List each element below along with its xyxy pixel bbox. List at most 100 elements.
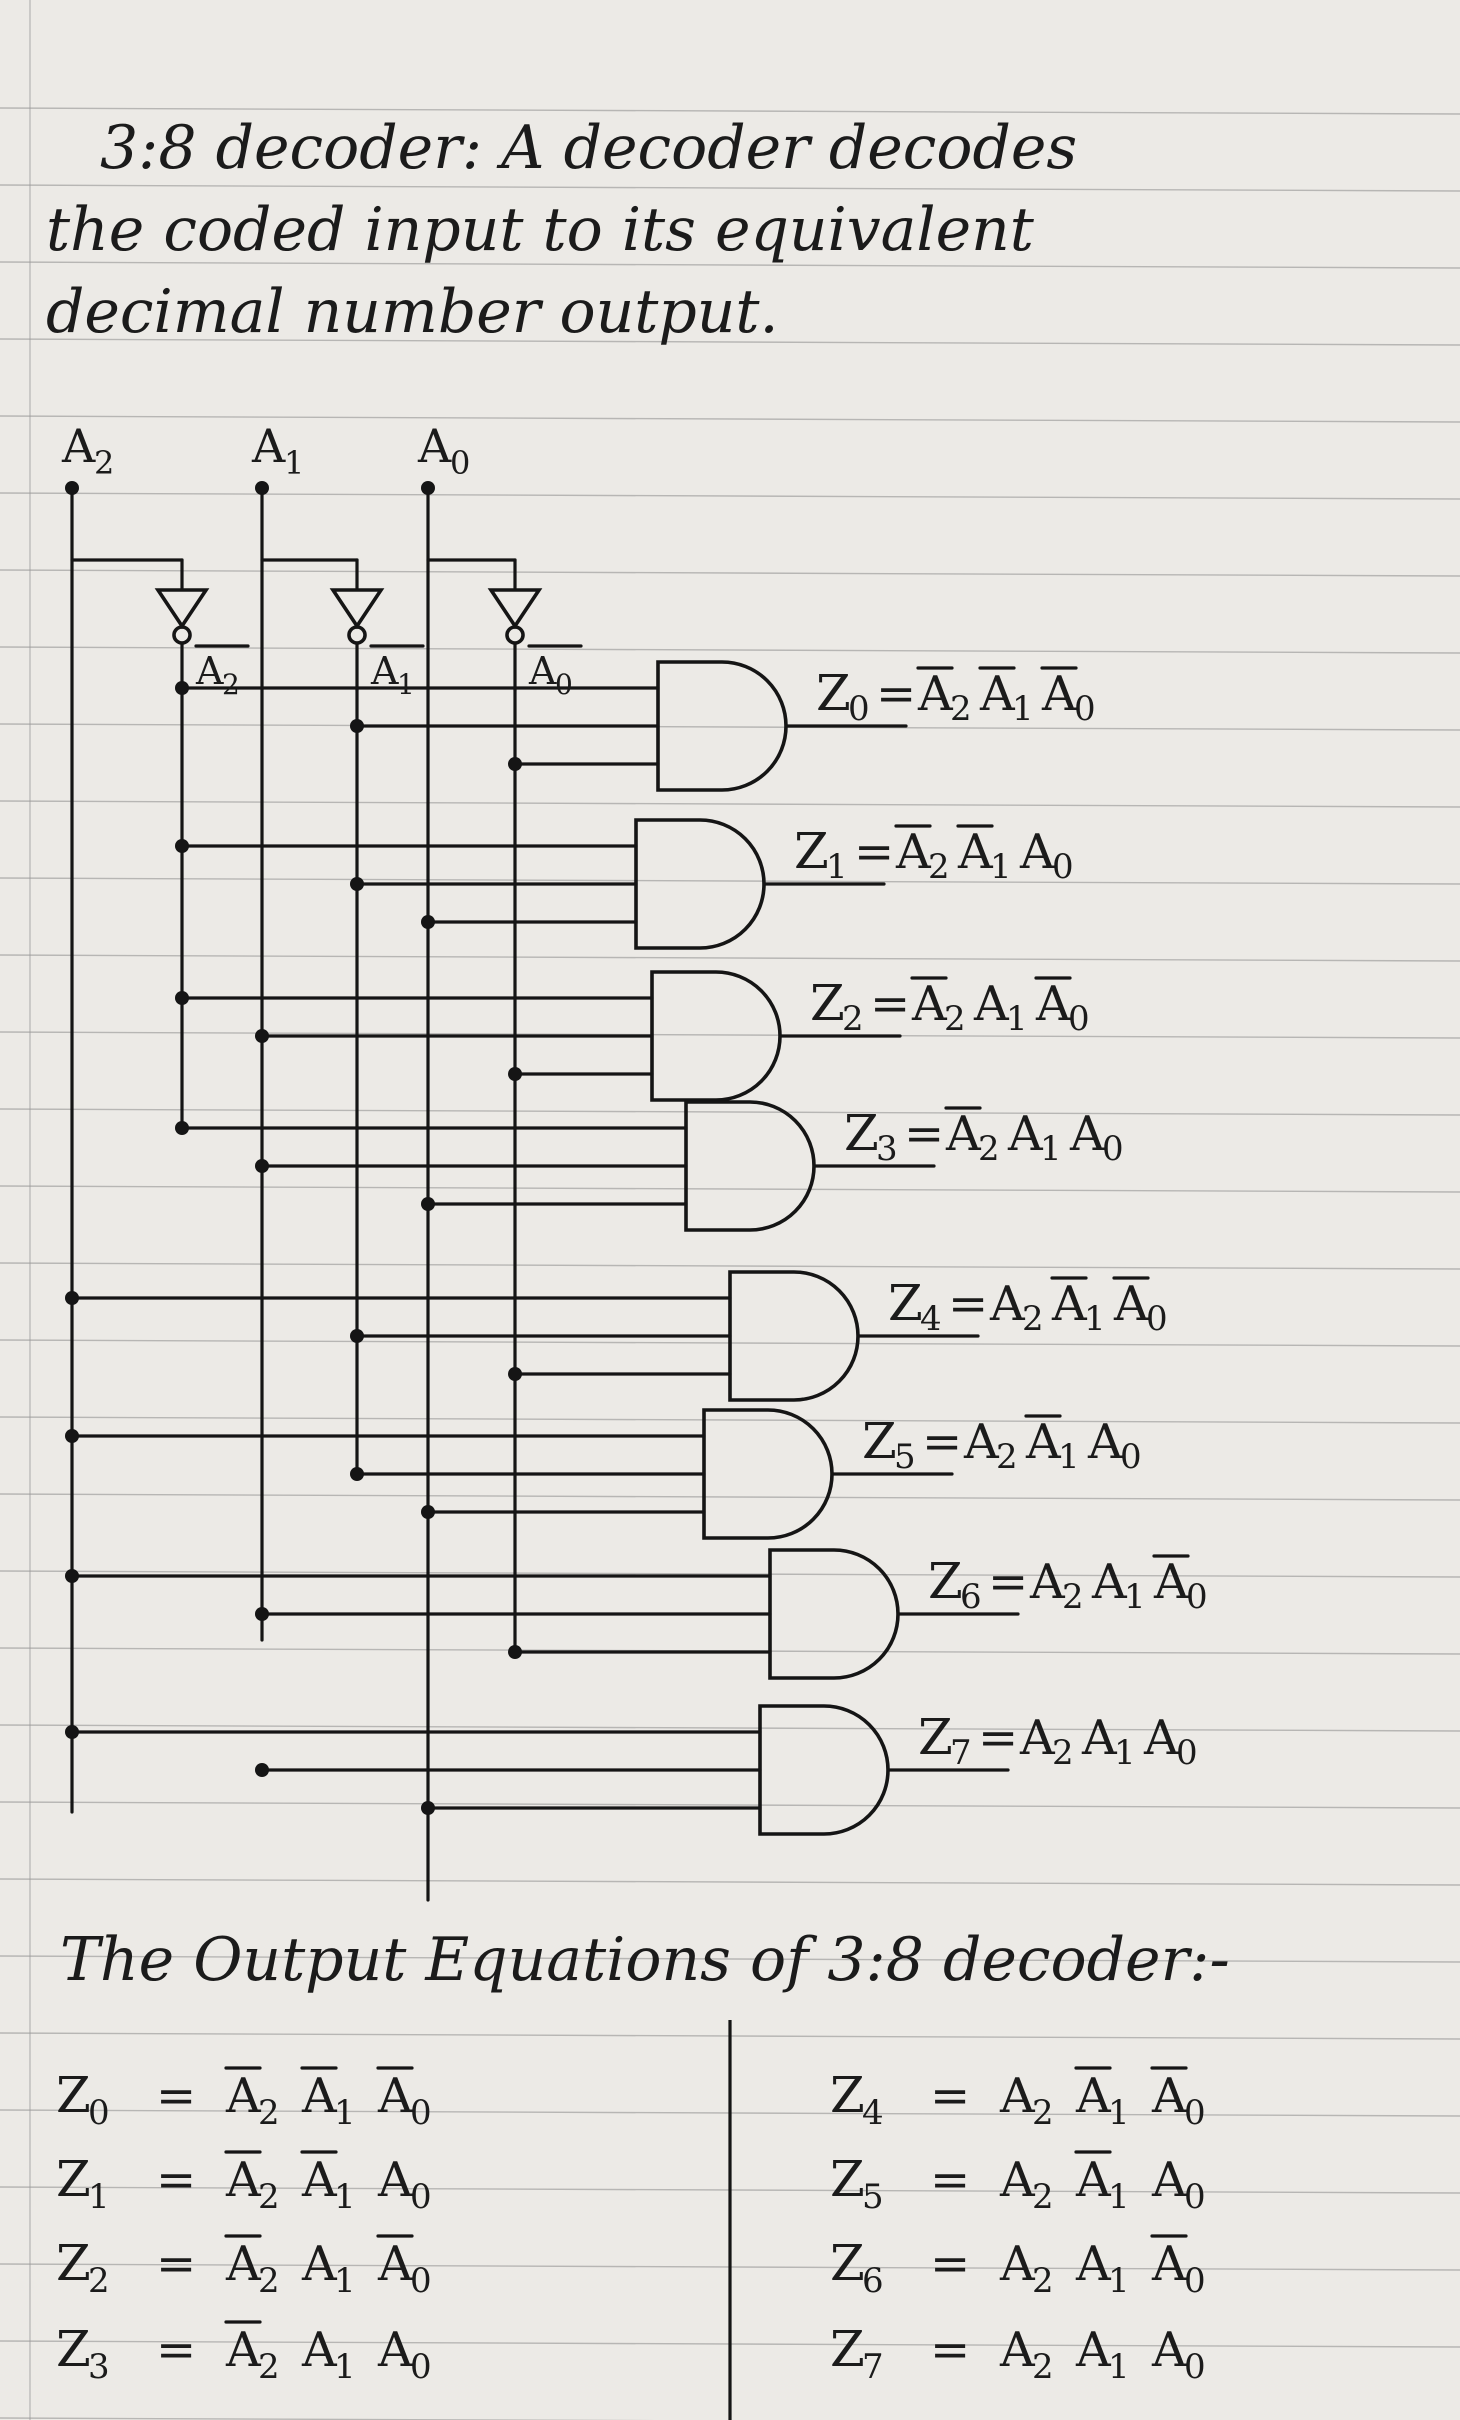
table-term-subscript: 2 (258, 2093, 280, 2133)
equation-output-subscript: 2 (842, 999, 864, 1039)
equation-equals: = (988, 1554, 1028, 1610)
table-term-subscript: 0 (1184, 2261, 1206, 2301)
and-gate-body (634, 818, 766, 950)
equation-term-subscript: 2 (996, 1437, 1018, 1477)
heading-line-2: the coded input to its equivalent (46, 195, 1035, 265)
equation-equals: = (904, 1106, 944, 1162)
table-term-subscript: 0 (1184, 2177, 1206, 2217)
equation-term-subscript: 1 (1040, 1129, 1062, 1169)
heading-line-1: 3:8 decoder: A decoder decodes (100, 113, 1077, 183)
table-term-subscript: 1 (1108, 2347, 1130, 2387)
ruled-line (0, 954, 1460, 962)
table-term: A (225, 2068, 262, 2124)
ruled-line (0, 1955, 1460, 1963)
junction-dot (421, 1197, 435, 1211)
table-output-subscript: 0 (88, 2093, 110, 2133)
and-gate-body (656, 660, 788, 792)
table-equals: = (156, 2152, 196, 2208)
equation-term: A (1113, 1276, 1150, 1332)
table-term-subscript: 0 (410, 2261, 432, 2301)
table-output: Z (830, 2150, 865, 2208)
junction-dot (508, 1645, 522, 1659)
table-term: A (999, 2322, 1036, 2378)
table-term-subscript: 2 (258, 2177, 280, 2217)
equation-equals: = (922, 1414, 962, 1470)
input-label-a2: A (61, 419, 96, 473)
equation-term: A (1007, 1106, 1044, 1162)
table-term: A (377, 2152, 414, 2208)
ruled-line (0, 261, 1460, 269)
ruled-line (0, 1185, 1460, 1193)
table-output: Z (56, 2234, 91, 2292)
equation-output-subscript: 5 (894, 1437, 916, 1477)
table-term-subscript: 0 (410, 2177, 432, 2217)
junction-dot (421, 1801, 435, 1815)
table-term-subscript: 1 (334, 2093, 356, 2133)
equation-output: Z (816, 664, 851, 722)
table-output-subscript: 2 (88, 2261, 110, 2301)
equation-output-subscript: 3 (876, 1129, 898, 1169)
inverted-label-a2: A (195, 649, 224, 693)
table-term: A (377, 2236, 414, 2292)
equation-output-subscript: 6 (960, 1577, 982, 1617)
ruled-line (0, 1108, 1460, 1116)
table-term: A (225, 2236, 262, 2292)
table-term: A (999, 2236, 1036, 2292)
junction-dot (255, 1607, 269, 1621)
table-term-subscript: 0 (410, 2347, 432, 2387)
junction-dot (175, 991, 189, 1005)
equation-output: Z (928, 1552, 963, 1610)
ruled-line (0, 1493, 1460, 1501)
inverter-bubble (172, 625, 192, 645)
table-term: A (999, 2152, 1036, 2208)
equation-term-subscript: 0 (1074, 689, 1096, 729)
equation-term: A (1051, 1276, 1088, 1332)
table-term: A (225, 2322, 262, 2378)
table-equals: = (156, 2068, 196, 2124)
table-term: A (1075, 2322, 1112, 2378)
inverted-label-a1: A (370, 649, 399, 693)
equation-output: Z (844, 1104, 879, 1162)
ruled-line (0, 184, 1460, 192)
equation-term: A (895, 824, 932, 880)
equation-term: A (1025, 1414, 1062, 1470)
equation-term-subscript: 0 (1068, 999, 1090, 1039)
ruled-line (0, 877, 1460, 885)
equation-equals: = (854, 824, 894, 880)
equation-term: A (1087, 1414, 1124, 1470)
ruled-line (0, 2417, 658, 2420)
junction-dot (65, 1725, 79, 1739)
junction-dot (421, 481, 435, 495)
table-term-subscript: 0 (1184, 2347, 1206, 2387)
equation-term-subscript: 0 (1052, 847, 1074, 887)
and-gate-body (684, 1100, 816, 1232)
table-output: Z (56, 2066, 91, 2124)
ruled-line (0, 800, 1460, 808)
equation-term-subscript: 1 (1058, 1437, 1080, 1477)
equation-term: A (963, 1414, 1000, 1470)
equation-equals: = (948, 1276, 988, 1332)
equation-term: A (1035, 976, 1072, 1032)
equation-output-subscript: 7 (950, 1733, 972, 1773)
inverter-a0 (487, 588, 543, 645)
equation-term: A (945, 1106, 982, 1162)
input-label-subscript: 1 (284, 444, 304, 482)
equation-term: A (1069, 1106, 1106, 1162)
heading-line-3: decimal number output. (46, 277, 779, 347)
table-term: A (301, 2152, 338, 2208)
equation-term-subscript: 0 (1146, 1299, 1168, 1339)
equation-equals: = (870, 976, 910, 1032)
table-output-subscript: 4 (862, 2093, 884, 2133)
and-gate-z2 (650, 970, 782, 1102)
table-output-subscript: 7 (862, 2347, 884, 2387)
and-gate-body (650, 970, 782, 1102)
equation-term: A (973, 976, 1010, 1032)
equation-equals: = (978, 1710, 1018, 1766)
table-term: A (377, 2322, 414, 2378)
